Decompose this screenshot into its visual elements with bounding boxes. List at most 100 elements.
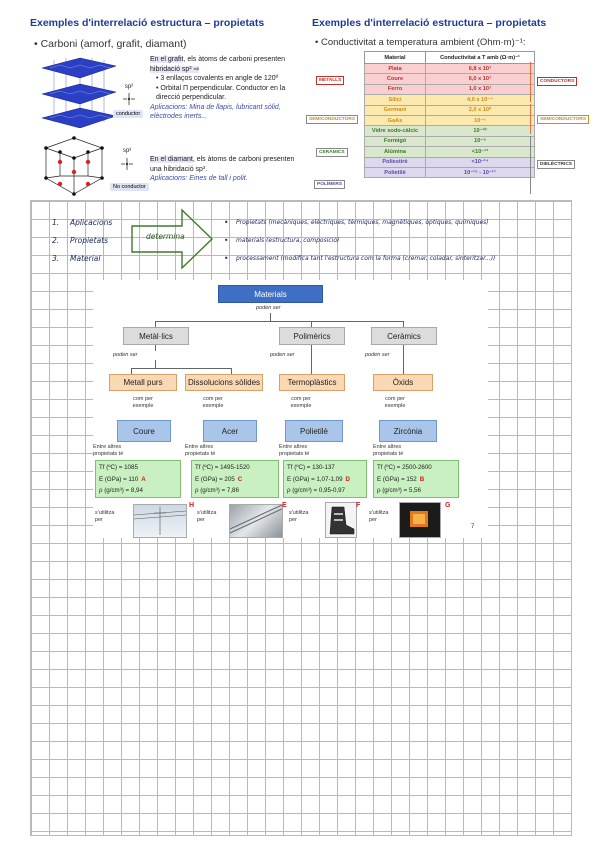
graphite-apps: Aplicacions: Mina de llapis, lubricant s… (150, 103, 281, 121)
table-cell-material: GaAs (364, 114, 426, 127)
photo-letter-f: F (356, 502, 361, 509)
node-polimerics: Polimèrics (279, 327, 345, 345)
table-cell-value: 6,0 x 10⁷ (425, 73, 535, 85)
connector (131, 368, 132, 374)
props-letter: C (237, 475, 243, 483)
root-sub-label: poden ser (256, 305, 281, 311)
table-cell-value: 2,0 x 10⁰ (425, 104, 535, 116)
graphite-line1-post: , els àtoms de carboni presenten (183, 56, 286, 63)
props-line: E (GPa) = 110 (99, 475, 139, 483)
connector (155, 321, 403, 322)
props-line: Tf (ºC) = 1495-1520 (195, 464, 250, 471)
determina-arrow-icon (131, 208, 214, 270)
props-line: ρ (g/cm³) = 5,56 (377, 487, 421, 494)
props-letter: B (419, 475, 425, 483)
diamond-line1-pre: En el diamant (150, 156, 193, 163)
bracket-conductors (530, 62, 531, 102)
props-line: ρ (g/cm³) = 7,86 (195, 487, 239, 494)
level1-sub-label-3: poden ser (365, 352, 390, 358)
hw-row2-num: 2. (52, 236, 60, 245)
table-cell-material: Germani (364, 104, 426, 116)
level2-sub-label-2: com per exemple (202, 396, 224, 409)
ski-boot-photo (325, 502, 357, 538)
node-materials: Materials (218, 285, 323, 303)
hw-note3: processament (modifica tant l'estructura… (236, 255, 496, 262)
level3-sub-label-3: Entre altres propietats té (279, 444, 310, 457)
node-coure: Coure (117, 420, 171, 442)
table-row: Poliestirè<10⁻¹⁴ (364, 156, 535, 168)
props-line: Tf (ºC) = 130-137 (287, 464, 335, 471)
photo-letter-g: G (445, 502, 451, 509)
connector (270, 313, 271, 321)
table-cell-value: 10⁻¹⁰ (425, 125, 535, 137)
props-line: E (GPa) = 1,07-1,09 (287, 475, 343, 483)
table-cell-material: Formigó (364, 135, 426, 148)
right-bullet-text: Conductivitat a temperatura ambient (Ohm… (320, 37, 526, 48)
table-cell-material: Alúmina (364, 146, 426, 158)
diamond-hybrid-label: sp³ (122, 148, 132, 154)
tag-dielectrics: DIELÈCTRICS (537, 160, 575, 169)
connector (131, 368, 231, 369)
tag-semiconductors-right: SEMICONDUCTORS (537, 115, 590, 124)
table-cell-value: <10⁻¹⁴ (425, 156, 535, 168)
table-cell-material: Vidre sodo-càlcic (364, 125, 426, 137)
table-cell-value: 10⁻¹⁵ - 10⁻¹⁷ (425, 166, 535, 179)
right-bullet: • Conductivitat a temperatura ambient (O… (315, 37, 526, 48)
connector (155, 321, 156, 327)
arrow-label: determina (146, 232, 185, 241)
tag-metalls: METALLS (316, 76, 345, 85)
table-header-conductivity: Conductivitat a T amb (Ω·m)⁻¹ (425, 51, 535, 64)
connector (155, 345, 156, 351)
use-label-2: s'utilitza per (197, 510, 217, 523)
materials-diagram: Materials poden ser Metàl·lics Polimèric… (93, 280, 488, 538)
diamond-no-conductor-badge: No conductor (110, 183, 149, 191)
diamond-description: En el diamant, els àtoms de carboni pres… (150, 155, 300, 184)
steel-cable-photo (229, 504, 283, 538)
hw-note3-bullet: • (224, 254, 229, 263)
node-polietile: Polietilè (285, 420, 343, 442)
right-title: Exemples d'interrelació estructura – pro… (312, 17, 547, 29)
table-cell-value: 10⁻⁶ (425, 114, 535, 127)
use-label-4: s'utilitza per (369, 510, 389, 523)
hw-row3-num: 3. (52, 254, 60, 263)
sp2-orbital-icon (123, 93, 135, 105)
diamond-line1-post: , els àtoms de carboni presenten (192, 156, 295, 163)
node-metall-purs: Metall purs (109, 374, 177, 391)
hw-note1: Propietats (mecàniques, elèctriques, tèr… (236, 219, 489, 226)
table-row: Alúmina<10⁻¹³ (364, 146, 535, 158)
photo-letter-e: E (282, 502, 287, 509)
bracket-semiconductors (530, 104, 531, 134)
node-metallics: Metàl·lics (123, 327, 189, 345)
connector (311, 345, 312, 374)
diamond-structure-image (44, 136, 104, 196)
graphite-description: En el grafit, els àtoms de carboni prese… (150, 55, 300, 122)
table-cell-material: Ferro (364, 83, 426, 96)
diamond-apps: Aplicacions: Eines de tall i polit. (150, 175, 248, 182)
conductivity-table-wrap: Material Conductivitat a T amb (Ω·m)⁻¹ P… (364, 51, 535, 179)
tag-polimers: POLÍMERS (314, 180, 346, 189)
graphite-structure-image (41, 57, 117, 128)
furnace-photo (399, 502, 441, 538)
photo-letter-h: H (189, 502, 195, 509)
table-cell-value: 10⁻⁹ (425, 135, 535, 148)
hw-note2-bullet: • (224, 236, 229, 245)
sp3-orbital-icon (121, 158, 133, 170)
table-cell-value: 6,8 x 10⁷ (425, 62, 535, 75)
left-bullet-text: Carboni (amorf, grafit, diamant) (40, 38, 187, 50)
graphite-bullet1: 3 enllaços covalents en angle de 120º (160, 75, 279, 82)
node-oxids: Òxids (373, 374, 433, 391)
level2-sub-label-4: com per exemple (384, 396, 406, 409)
table-cell-material: Poliestirè (364, 156, 426, 168)
props-line: E (GPa) = 205 (195, 475, 235, 483)
page-number: 7 (471, 524, 475, 530)
table-cell-value: 4,0 x 10⁻⁴ (425, 94, 535, 106)
tag-ceramics: CERÀMICS (316, 148, 348, 157)
